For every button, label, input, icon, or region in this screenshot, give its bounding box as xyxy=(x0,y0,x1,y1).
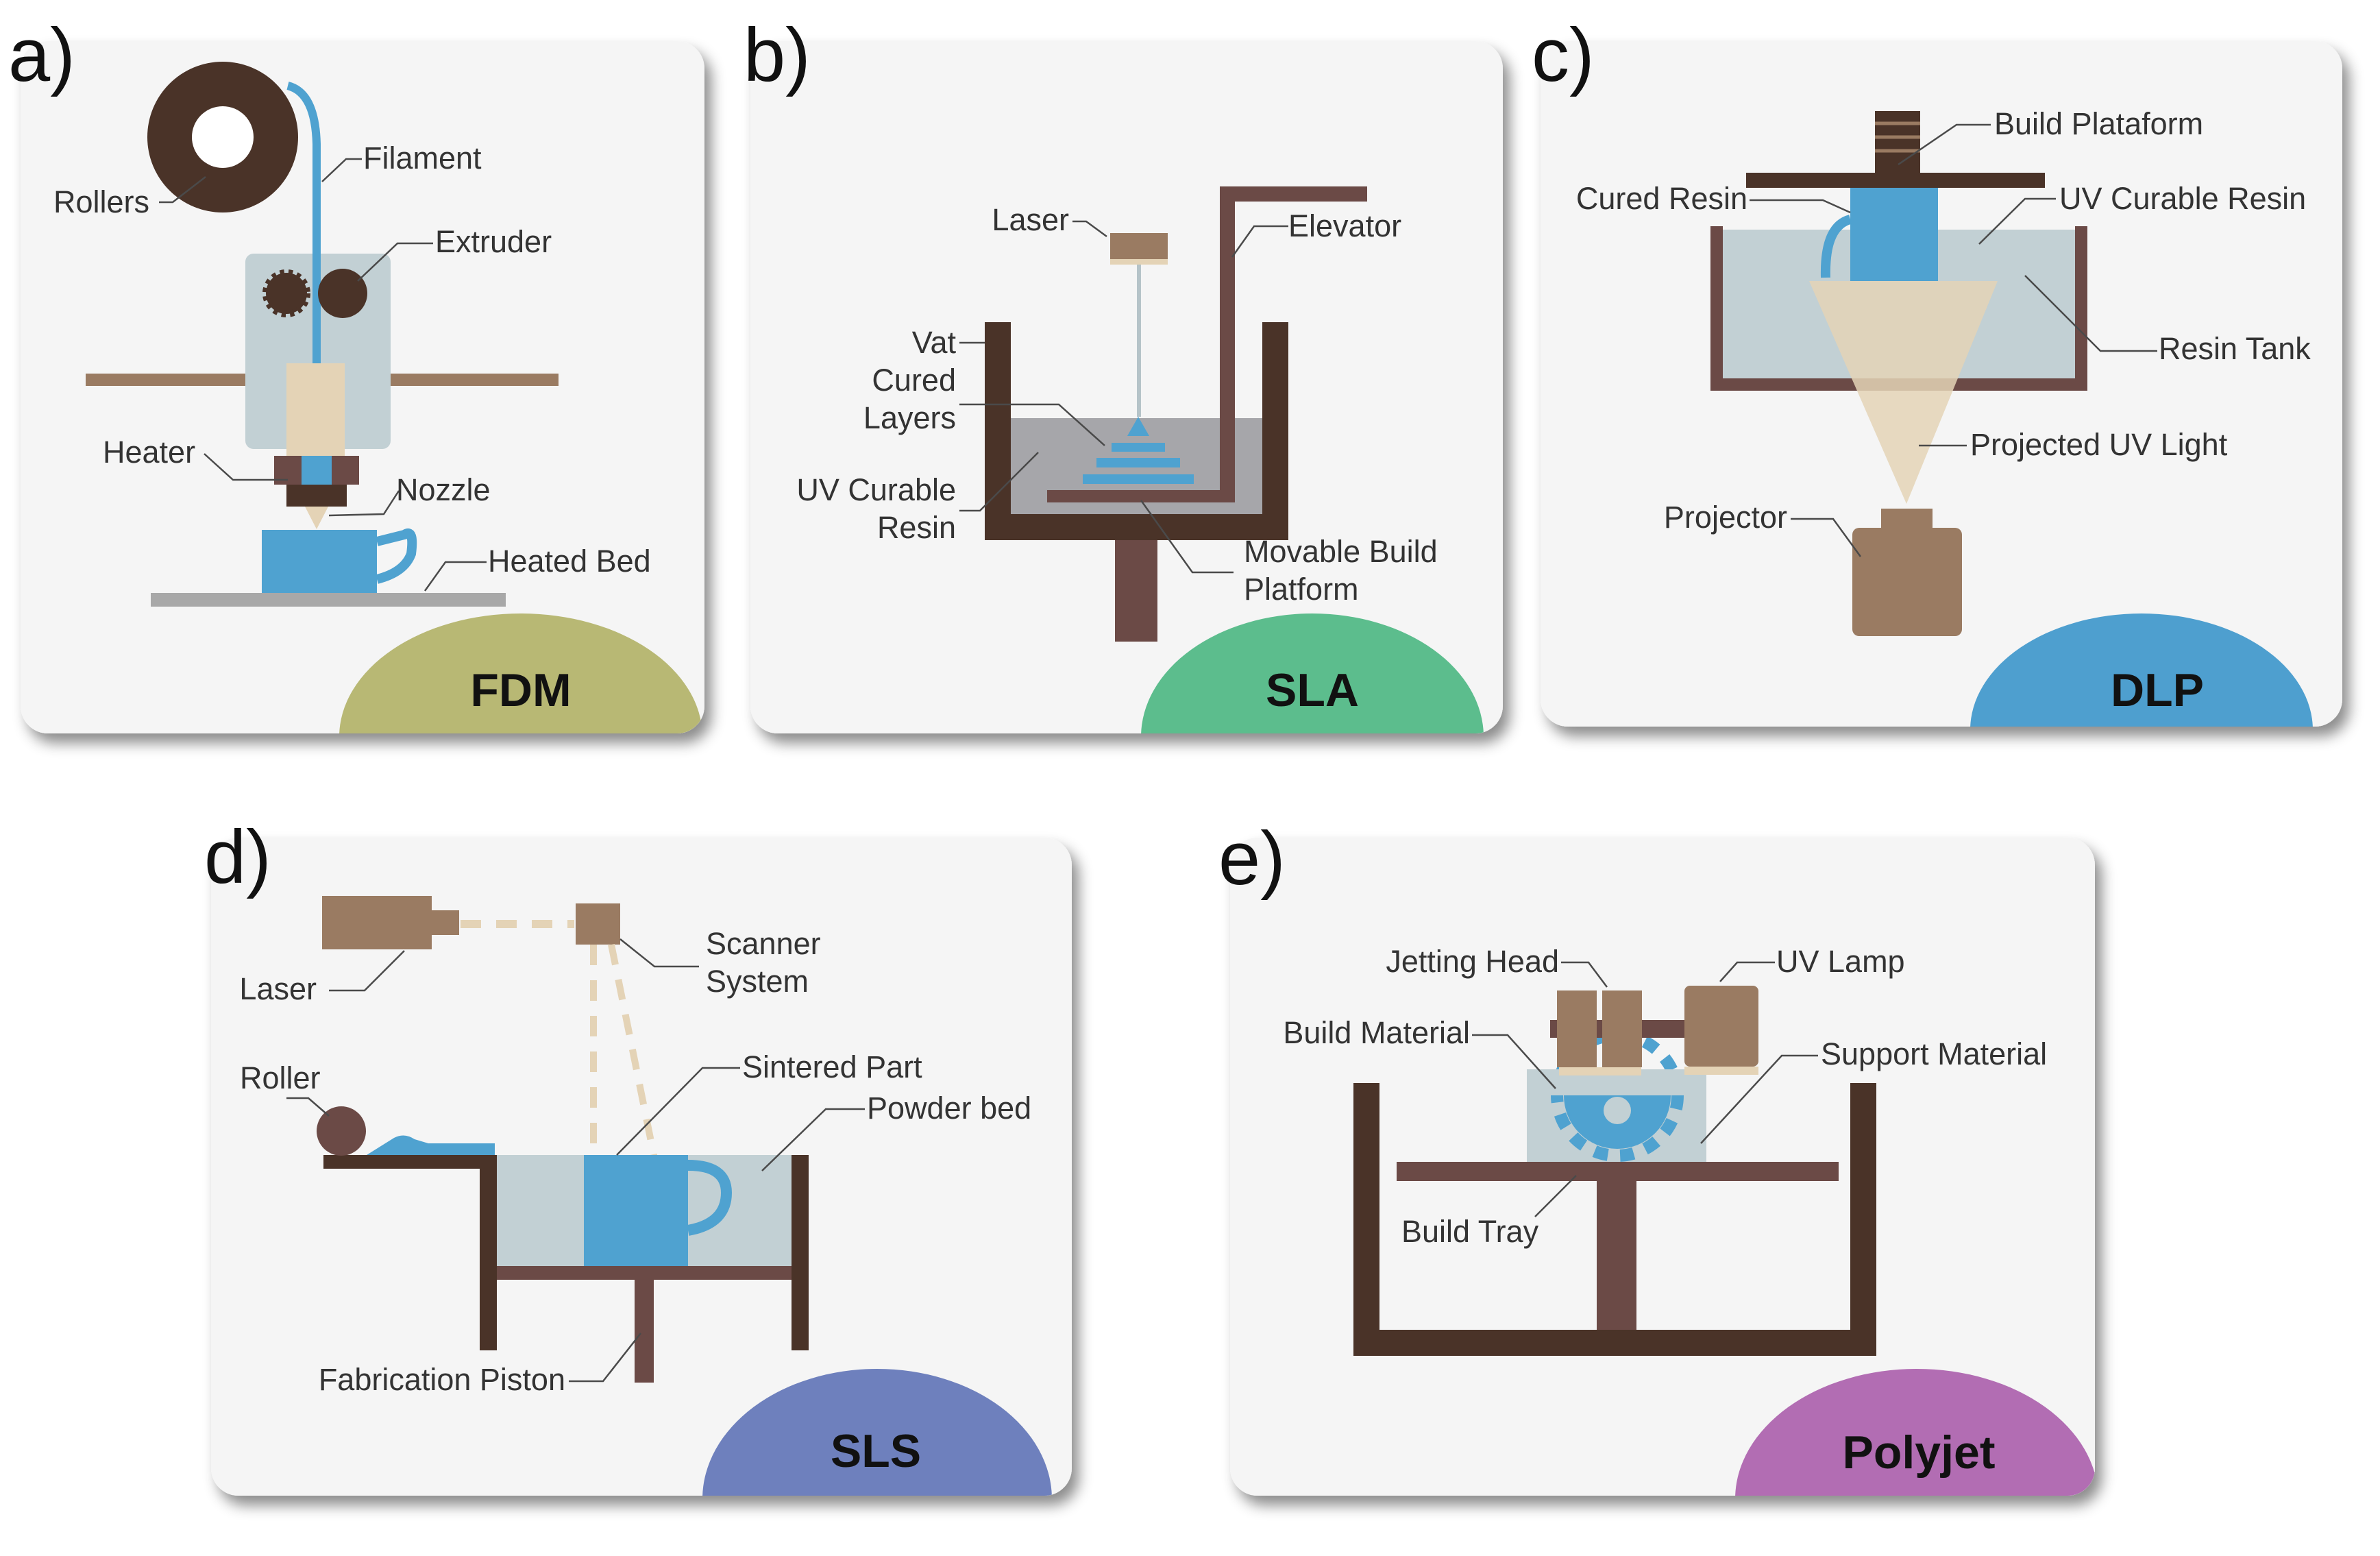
filament-line xyxy=(286,82,321,370)
jetting-head-left xyxy=(1557,990,1597,1067)
sls-badge-label: SLS xyxy=(831,1425,921,1477)
label-build-plataform: Build Plataform xyxy=(1994,106,2203,141)
label-projector: Projector xyxy=(1664,500,1787,535)
panel-fdm: FDM a) xyxy=(8,13,704,733)
panel-sls: SLS d) Laser Scanner xyxy=(204,815,1072,1496)
label-vat: Vat xyxy=(912,325,957,360)
uv-lamp xyxy=(1684,986,1758,1067)
label-extruder: Extruder xyxy=(435,224,552,259)
label-fabrication-piston: Fabrication Piston xyxy=(319,1362,565,1397)
sla-badge-label: SLA xyxy=(1266,664,1359,716)
sls-laser-body xyxy=(322,896,432,949)
label-cured-resin: Cured Resin xyxy=(1576,181,1747,216)
jetting-head-right xyxy=(1602,990,1642,1067)
sls-laser-nozzle xyxy=(432,910,459,935)
label-elevator: Elevator xyxy=(1288,208,1401,243)
polyjet-badge-shape xyxy=(1735,1369,2095,1496)
polyjet-gear-part xyxy=(1527,1029,1706,1162)
sls-roller xyxy=(317,1106,366,1156)
sls-chamber xyxy=(323,1155,809,1350)
sla-elevator xyxy=(1220,186,1367,498)
label-scanner-1: Scanner xyxy=(706,926,821,961)
dlp-badge-label: DLP xyxy=(2111,664,2204,716)
label-laser-sla: Laser xyxy=(992,202,1069,237)
panel-letter-e: e) xyxy=(1218,816,1286,901)
label-uv-curable-resin: UV Curable Resin xyxy=(2059,181,2306,216)
label-projected-uv-light: Projected UV Light xyxy=(1970,427,2228,462)
nozzle-body xyxy=(286,485,347,507)
label-nozzle: Nozzle xyxy=(396,472,491,507)
label-cured-layers-2: Layers xyxy=(863,400,956,435)
panel-letter-c: c) xyxy=(1532,13,1595,97)
sla-cured-layers xyxy=(1083,417,1194,484)
label-resin-tank: Resin Tank xyxy=(2159,331,2311,366)
label-build-material: Build Material xyxy=(1283,1015,1470,1050)
polyjet-build-tray xyxy=(1397,1162,1839,1181)
polyjet-frame xyxy=(1353,1083,1876,1356)
nozzle-tip xyxy=(305,507,328,529)
uv-lamp-base xyxy=(1684,1067,1758,1075)
panel-polyjet: Polyjet e) Jetting Head xyxy=(1218,816,2095,1496)
jetting-head-base xyxy=(1559,1067,1641,1075)
projector-body xyxy=(1852,528,1962,636)
projected-light-cone xyxy=(1809,281,1998,504)
label-laser-sls: Laser xyxy=(239,971,317,1006)
panel-sla-card xyxy=(750,41,1503,733)
extruder-idler-roller xyxy=(318,269,367,318)
sla-support-pillar xyxy=(1115,540,1157,642)
heater-core xyxy=(302,456,332,485)
dlp-platform-screw xyxy=(1875,111,1920,173)
sls-sintered-handle xyxy=(687,1160,733,1236)
label-platform-1: Movable Build xyxy=(1244,534,1438,569)
label-sintered-part: Sintered Part xyxy=(742,1049,922,1084)
sls-piston-rod xyxy=(635,1280,654,1383)
heated-bed xyxy=(151,593,506,607)
label-roller: Roller xyxy=(240,1060,321,1095)
dlp-badge-shape xyxy=(1970,613,2313,727)
label-jetting-head: Jetting Head xyxy=(1386,944,1559,979)
label-build-tray: Build Tray xyxy=(1401,1214,1539,1249)
label-scanner-2: System xyxy=(706,964,809,999)
sls-scanner xyxy=(576,903,620,945)
fdm-badge-shape xyxy=(339,613,702,733)
heat-break xyxy=(286,363,345,456)
label-heater: Heater xyxy=(103,435,195,470)
sls-laser-beam-right xyxy=(608,944,658,1159)
panel-letter-a: a) xyxy=(8,13,75,97)
label-support-material: Support Material xyxy=(1821,1036,2047,1071)
label-cured-layers-1: Cured xyxy=(872,363,956,398)
sla-laser-head xyxy=(1110,233,1168,259)
filament-in-body xyxy=(312,254,321,363)
panel-letter-b: b) xyxy=(744,13,811,97)
panel-letter-d: d) xyxy=(204,815,271,899)
sla-badge-shape xyxy=(1141,613,1484,733)
sla-build-platform xyxy=(1047,490,1235,502)
label-powder-bed: Powder bed xyxy=(867,1091,1031,1126)
sls-sintered-part xyxy=(584,1155,688,1266)
panel-dlp: DLP c) Build Plataform xyxy=(1532,13,2342,727)
sls-badge-shape xyxy=(702,1369,1052,1496)
printed-part-cup xyxy=(262,528,417,593)
polyjet-tray-pillar xyxy=(1597,1181,1636,1330)
label-filament: Filament xyxy=(363,141,482,175)
filament-spool xyxy=(147,62,298,212)
polyjet-badge-label: Polyjet xyxy=(1843,1426,1996,1479)
label-rollers: Rollers xyxy=(53,184,149,219)
dlp-cured-part xyxy=(1850,188,1938,281)
panel-sla: SLA b) xyxy=(744,13,1503,733)
dlp-cured-handle xyxy=(1820,215,1852,278)
label-uv-resin-1: UV Curable xyxy=(796,472,956,507)
label-platform-2: Platform xyxy=(1244,572,1359,607)
fdm-badge-label: FDM xyxy=(470,664,571,716)
sls-piston-plate xyxy=(497,1266,792,1280)
label-heated-bed: Heated Bed xyxy=(488,544,651,579)
extruder-drive-gear xyxy=(262,269,310,317)
sls-powder-mound xyxy=(367,1135,495,1155)
dlp-build-platform xyxy=(1746,173,2045,188)
label-uv-lamp: UV Lamp xyxy=(1776,944,1905,979)
label-uv-resin-2: Resin xyxy=(877,510,956,545)
sla-laser-lens xyxy=(1110,259,1168,265)
